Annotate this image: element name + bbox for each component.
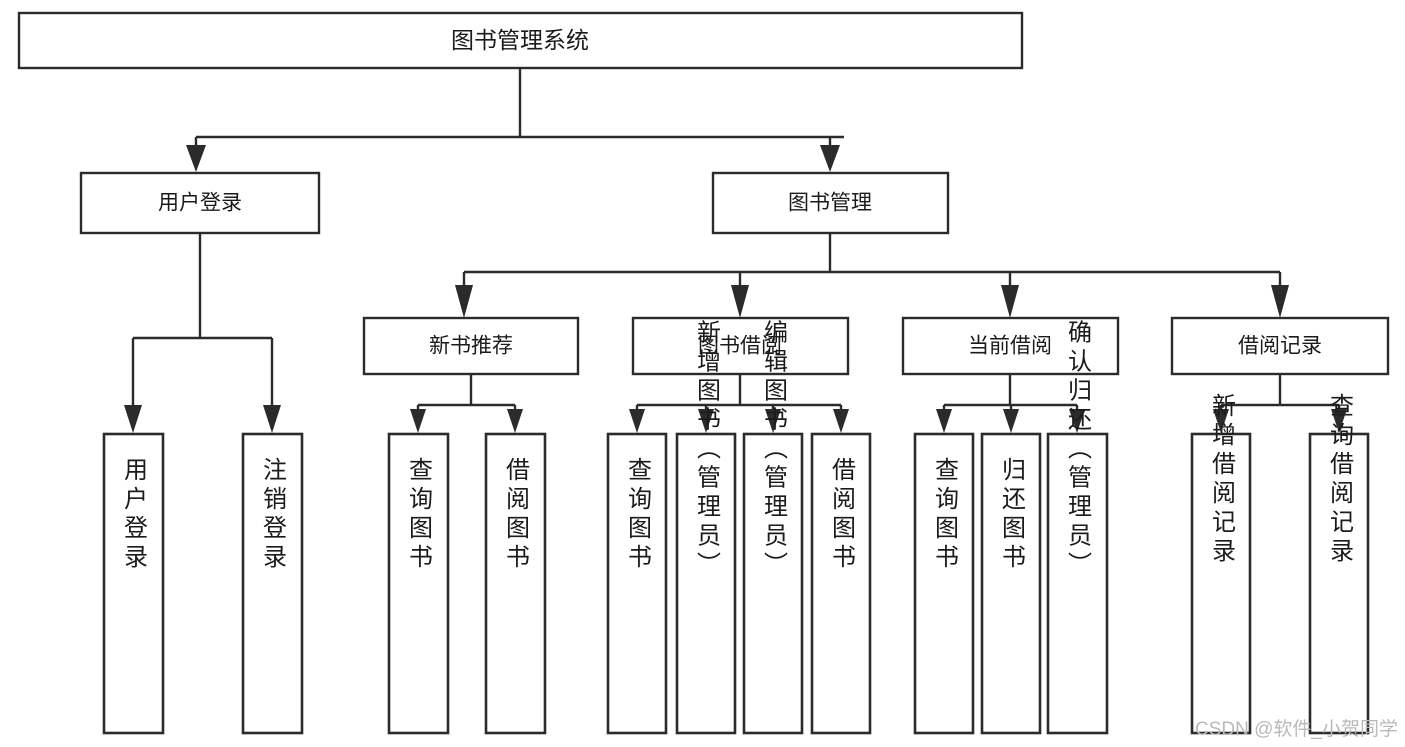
watermark-text: CSDN @软件_小贺同学 — [1195, 718, 1398, 740]
arrow-head-icon — [820, 145, 840, 172]
arrow-head-icon — [833, 409, 849, 433]
leaf-borrow-record-add-label: 新增借阅记录 — [1208, 393, 1236, 567]
leaf-current-borrow-return-label: 归还图书 — [998, 457, 1026, 573]
arrow-head-icon — [1069, 409, 1085, 433]
leaf-book-borrow-edit-label: 编辑图书（管理员） — [760, 320, 788, 581]
leaf-book-borrow-query[interactable]: 查询图书 — [606, 432, 668, 735]
node-borrow-record-label: 借阅记录 — [1238, 335, 1322, 358]
node-book-borrow-label: 图书借阅 — [698, 335, 782, 358]
node-new-book-recommend[interactable]: 新书推荐 — [362, 316, 580, 376]
connector-borrowrecord-to-leaves — [1213, 374, 1347, 433]
connector-bookmgmt-to-level2 — [455, 233, 1289, 318]
node-borrow-record[interactable]: 借阅记录 — [1170, 316, 1390, 376]
leaf-user-login-login-label: 用户登录 — [120, 457, 148, 573]
connector-newbook-to-leaves — [410, 374, 523, 433]
arrow-head-icon — [731, 285, 749, 318]
node-current-borrow[interactable]: 当前借阅 — [901, 316, 1120, 376]
arrow-head-icon — [124, 405, 142, 433]
node-new-book-recommend-label: 新书推荐 — [429, 335, 513, 358]
leaf-new-book-borrow-label: 借阅图书 — [502, 457, 530, 573]
arrow-head-icon — [1001, 285, 1019, 318]
arrow-head-icon — [1271, 285, 1289, 318]
leaf-current-borrow-return[interactable]: 归还图书 — [980, 432, 1042, 735]
arrow-head-icon — [1331, 409, 1347, 433]
node-book-management[interactable]: 图书管理 — [711, 171, 950, 235]
arrow-head-icon — [765, 409, 781, 433]
node-root[interactable]: 图书管理系统 — [17, 11, 1024, 70]
leaf-book-borrow-borrow[interactable]: 借阅图书 — [810, 432, 872, 735]
node-user-login-label: 用户登录 — [158, 192, 242, 215]
connector-currentborrow-to-leaves — [936, 374, 1085, 433]
leaf-user-login-logout[interactable]: 注销登录 — [241, 432, 304, 735]
leaf-current-borrow-query[interactable]: 查询图书 — [913, 432, 975, 735]
leaf-new-book-query[interactable]: 查询图书 — [387, 432, 450, 735]
arrow-head-icon — [698, 409, 714, 433]
arrow-head-icon — [936, 409, 952, 433]
arrow-head-icon — [410, 409, 426, 433]
arrow-head-icon — [263, 405, 281, 433]
arrow-head-icon — [507, 409, 523, 433]
leaf-book-borrow-add-label: 新增图书（管理员） — [693, 320, 721, 581]
connector-userlogin-to-leaves — [124, 233, 281, 433]
leaf-new-book-query-label: 查询图书 — [405, 457, 433, 573]
leaf-new-book-borrow[interactable]: 借阅图书 — [484, 432, 547, 735]
leaf-current-borrow-confirm[interactable]: 确认归还（管理员） — [1046, 320, 1109, 735]
leaf-book-borrow-edit[interactable]: 编辑图书（管理员） — [742, 320, 804, 735]
leaf-borrow-record-add[interactable]: 新增借阅记录 — [1190, 393, 1252, 735]
leaf-book-borrow-borrow-label: 借阅图书 — [828, 457, 856, 573]
arrow-head-icon — [186, 145, 206, 172]
leaf-borrow-record-query[interactable]: 查询借阅记录 — [1308, 393, 1370, 735]
leaf-borrow-record-query-label: 查询借阅记录 — [1326, 393, 1354, 567]
arrow-head-icon — [1003, 409, 1019, 433]
node-book-borrow[interactable]: 图书借阅 — [631, 316, 850, 376]
arrow-head-icon — [1213, 409, 1229, 433]
leaf-user-login-logout-label: 注销登录 — [259, 457, 287, 573]
node-book-management-label: 图书管理 — [788, 192, 872, 215]
leaf-book-borrow-query-label: 查询图书 — [624, 457, 652, 573]
arrow-head-icon — [455, 285, 473, 318]
leaf-user-login-login[interactable]: 用户登录 — [102, 432, 165, 735]
connector-root-to-level1 — [186, 68, 844, 172]
node-user-login[interactable]: 用户登录 — [79, 171, 321, 235]
leaf-book-borrow-add[interactable]: 新增图书（管理员） — [675, 320, 737, 735]
node-root-label: 图书管理系统 — [451, 27, 589, 53]
leaf-current-borrow-confirm-label: 确认归还（管理员） — [1064, 320, 1092, 581]
connector-bookborrow-to-leaves — [629, 374, 849, 433]
node-current-borrow-label: 当前借阅 — [968, 335, 1052, 358]
leaf-current-borrow-query-label: 查询图书 — [931, 457, 959, 573]
arrow-head-icon — [629, 409, 645, 433]
